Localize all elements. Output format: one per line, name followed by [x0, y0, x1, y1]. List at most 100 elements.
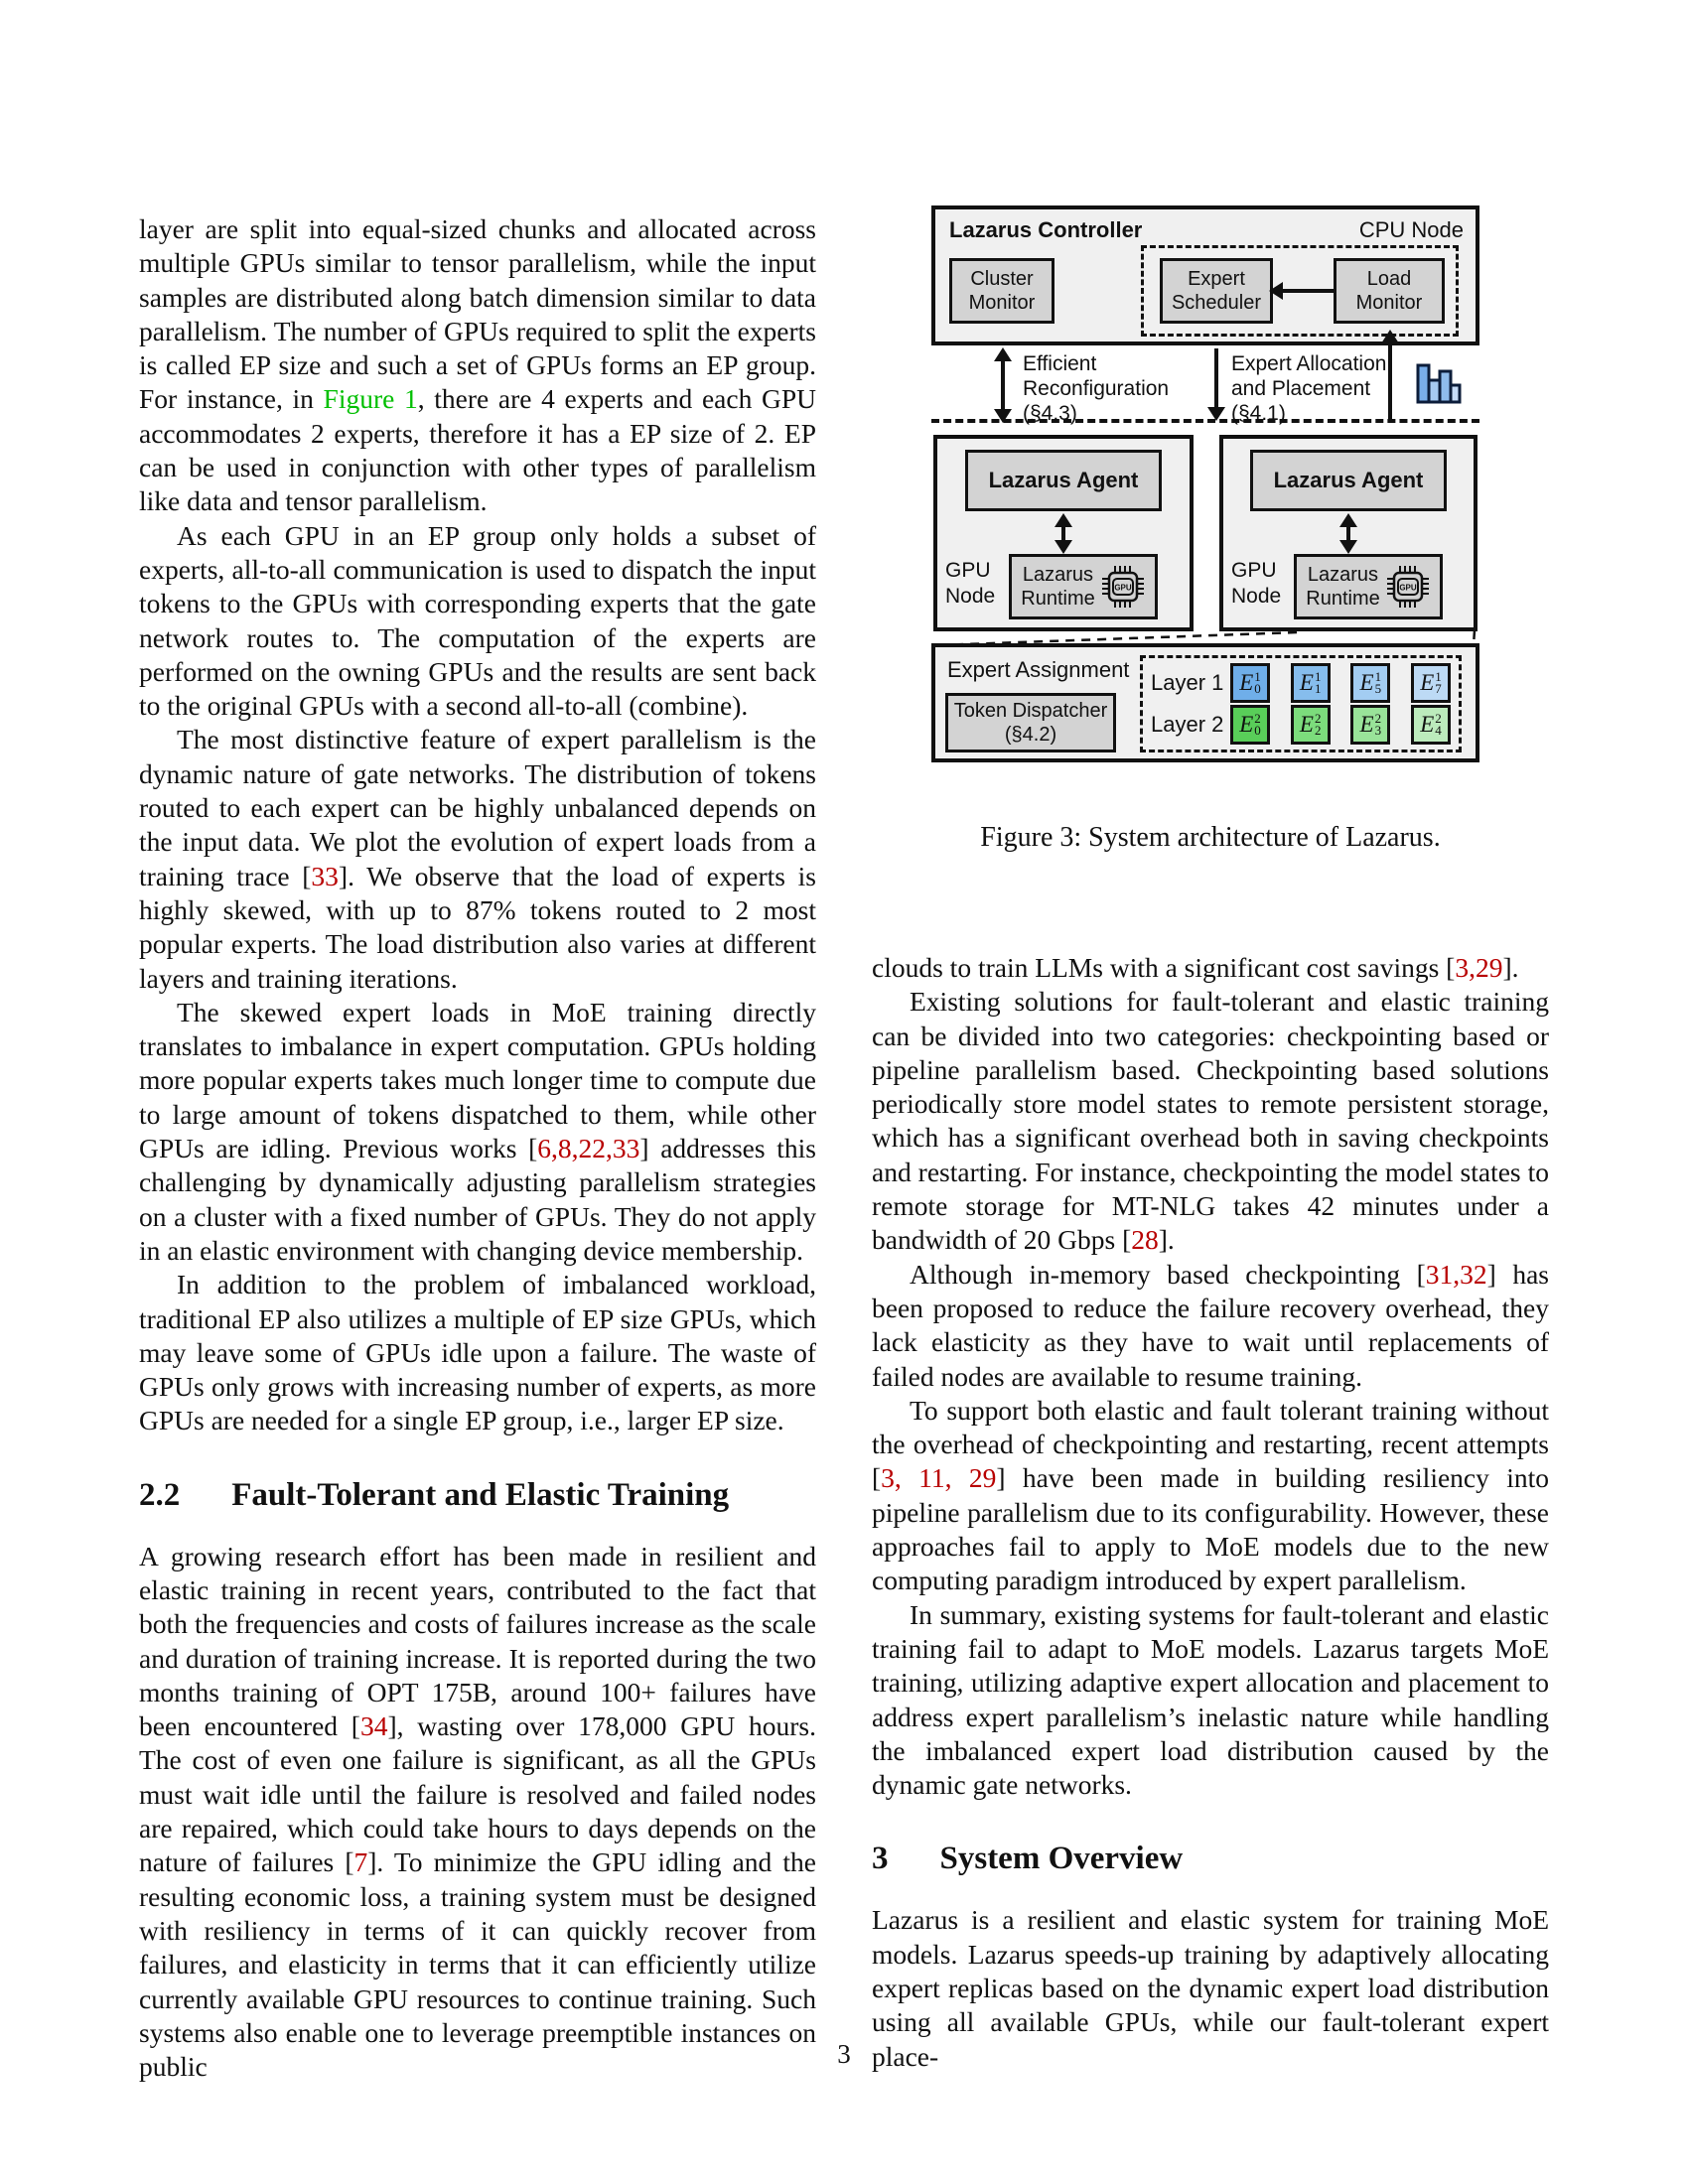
arrowhead-up-icon [994, 347, 1012, 361]
citation-text: Figure 1 [323, 383, 418, 415]
expert-scheduler-box: Expert Scheduler [1160, 258, 1273, 324]
expert-symbol: E [1299, 670, 1314, 695]
load-monitor-line1: Load [1366, 268, 1412, 290]
expert-scheduler-line1: Expert [1188, 268, 1245, 290]
load-report-arrow [1388, 341, 1392, 422]
expert-layer-sup: 1 [1435, 669, 1442, 684]
label-line: and Placement [1231, 377, 1371, 400]
arrowhead-down-icon [1055, 540, 1072, 554]
lazarus-runtime-box: Lazarus Runtime GPU [1294, 554, 1443, 619]
section-heading-2-2: 2.2 Fault-Tolerant and Elastic Training [139, 1476, 816, 1514]
agent-runtime-arrow [1346, 520, 1350, 544]
text-segment: Existing solutions for fault-tolerant an… [872, 986, 1549, 1256]
citation-text: 33 [311, 860, 339, 891]
label-line: Node [1231, 585, 1282, 608]
svg-text:GPU: GPU [1399, 584, 1417, 593]
runtime-line1: Lazarus [1307, 564, 1379, 586]
gpu-node-label: GPU Node [1231, 558, 1281, 610]
cluster-monitor-line1: Cluster [970, 268, 1034, 290]
runtime-line2: Runtime [1021, 588, 1095, 610]
text-segment: ]. We observe that the load of experts i… [139, 860, 817, 994]
label-line: Node [945, 585, 996, 608]
label-line: GPU [945, 559, 991, 582]
label-line: GPU [1231, 559, 1277, 582]
paragraph: Existing solutions for fault-tolerant an… [872, 985, 1549, 1257]
text-segment: clouds to train LLMs with a significant … [872, 952, 1456, 983]
arrowhead-left-icon [1269, 282, 1283, 300]
text-segment: ] have been made in building resiliency … [872, 1462, 1549, 1596]
arrowhead-up-icon [1381, 330, 1399, 343]
citation-text: 6,8,22,33 [537, 1133, 640, 1164]
expert-assignment-title: Expert Assignment [947, 657, 1130, 682]
expert-index-sub: 7 [1435, 681, 1442, 696]
expert-index-sub: 2 [1314, 723, 1322, 738]
right-column: Lazarus Controller CPU Node Cluster Moni… [872, 189, 1549, 2074]
allocation-arrow [1214, 348, 1218, 410]
text-segment: The most distinctive feature of expert p… [139, 724, 816, 891]
cluster-boundary-dashed-line [931, 419, 1479, 423]
text-segment: In summary, existing systems for fault-t… [872, 1598, 1549, 1801]
expert-symbol: E [1359, 712, 1374, 737]
cpu-node-label: CPU Node [1358, 217, 1464, 242]
expert-layer-sup: 1 [1374, 669, 1382, 684]
arrowhead-up-icon [1055, 513, 1072, 527]
token-dispatcher-box: Token Dispatcher (§4.2) [945, 693, 1116, 752]
expert-symbol: E [1420, 670, 1435, 695]
dispatcher-line1: Token Dispatcher [953, 700, 1108, 722]
paragraph: To support both elastic and fault tolera… [872, 1394, 1549, 1598]
cluster-monitor-line2: Monitor [968, 292, 1036, 314]
citation-text: 3,29 [1455, 952, 1503, 983]
paragraph: clouds to train LLMs with a significant … [872, 951, 1549, 985]
text-segment: ], wasting over 178,000 GPU hours. The c… [139, 1710, 816, 1878]
gpu-chip-icon: GPU [1386, 566, 1429, 608]
gpu-node-box-right: Lazarus Agent GPU Node Lazarus Runtime [1219, 435, 1477, 631]
lazarus-agent-box: Lazarus Agent [1250, 450, 1447, 511]
left-column: layer are split into equal-sized chunks … [139, 189, 816, 2084]
citation-text: 3, 11, 29 [881, 1462, 997, 1494]
lazarus-agent-box: Lazarus Agent [965, 450, 1162, 511]
load-monitor-line2: Monitor [1355, 292, 1423, 314]
expert-layer-sup: 2 [1254, 711, 1261, 726]
runtime-line2: Runtime [1306, 588, 1380, 610]
agent-runtime-arrow [1061, 520, 1065, 544]
load-monitor-box: Load Monitor [1334, 258, 1445, 324]
paragraph: layer are split into equal-sized chunks … [139, 212, 816, 519]
section-title: System Overview [939, 1841, 1184, 1877]
cluster-monitor-box: Cluster Monitor [949, 258, 1055, 324]
controller-title: Lazarus Controller [949, 217, 1143, 242]
figure-3-architecture: Lazarus Controller CPU Node Cluster Moni… [931, 203, 1479, 766]
text-segment: Lazarus is a resilient and elastic syste… [872, 1904, 1549, 2072]
expert-layer-sup: 2 [1314, 711, 1322, 726]
text-segment: A growing research effort has been made … [139, 1540, 816, 1742]
label-line: Efficient [1023, 352, 1097, 375]
dispatcher-line2: (§4.2) [1004, 724, 1057, 746]
right-paragraphs: clouds to train LLMs with a significant … [872, 951, 1549, 1802]
text-segment: ] has been proposed to reduce the failur… [872, 1258, 1549, 1392]
gpu-node-box-left: Lazarus Agent GPU Node Lazarus Runtime [933, 435, 1194, 631]
paragraph: In addition to the problem of imbalanced… [139, 1268, 816, 1437]
paragraph: The most distinctive feature of expert p… [139, 723, 816, 995]
lazarus-controller-box: Lazarus Controller CPU Node Cluster Moni… [931, 205, 1479, 345]
page-number: 3 [837, 2039, 851, 2069]
text-segment: In addition to the problem of imbalanced… [139, 1269, 816, 1436]
section-title: Fault-Tolerant and Elastic Training [231, 1476, 730, 1513]
expert-layer-sup: 1 [1254, 669, 1261, 684]
text-segment: Although in-memory based checkpointing [ [910, 1258, 1426, 1290]
paragraph: Lazarus is a resilient and elastic syste… [872, 1903, 1549, 2073]
text-segment: ]. To minimize the GPU idling and the re… [139, 1846, 816, 2083]
section-number: 2.2 [139, 1476, 181, 1513]
expert-scheduler-line2: Scheduler [1171, 292, 1262, 314]
citation-text: 31,32 [1425, 1258, 1487, 1290]
layer-label: Layer 1 [1151, 670, 1224, 695]
